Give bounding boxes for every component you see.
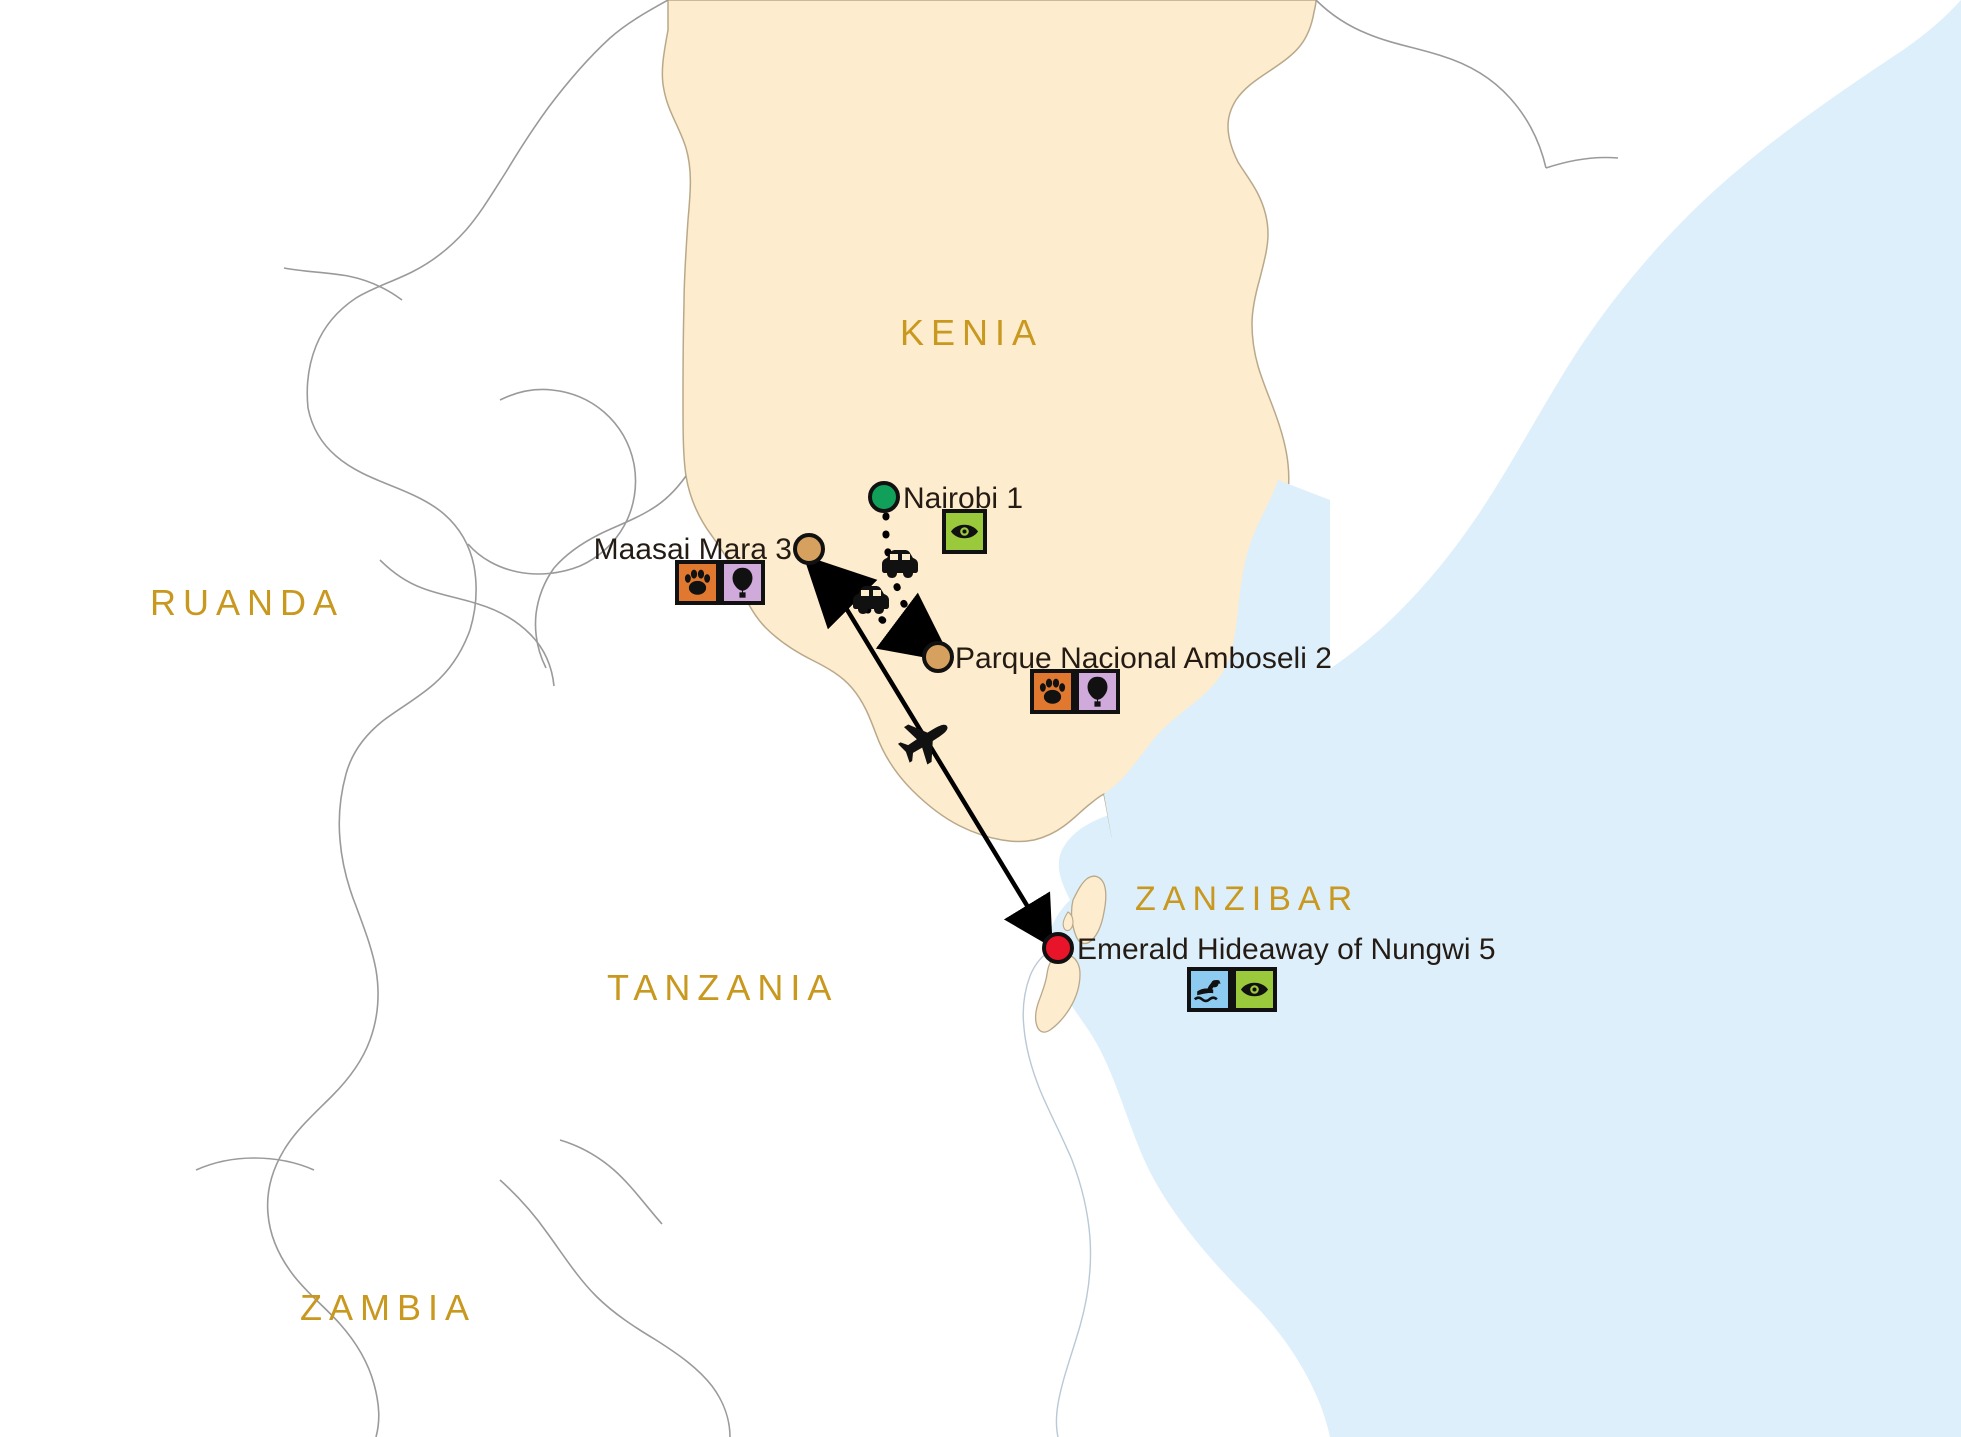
indian-ocean	[1047, 0, 1961, 1437]
car-icon	[853, 586, 889, 614]
activity-icon-box	[942, 509, 987, 554]
pemba-island	[1070, 875, 1107, 945]
paw-toe-3	[1052, 678, 1060, 688]
country-label-zambia: ZAMBIA	[300, 1287, 476, 1328]
tanzania-coastline	[1022, 951, 1092, 1437]
water-wave	[1193, 996, 1218, 1003]
activity-icon-wildlife-maasai-mara[interactable]	[675, 560, 720, 605]
place-label-nungwi: Emerald Hideaway of Nungwi 5	[1077, 933, 1496, 966]
paw-toe-4	[1059, 683, 1066, 692]
paw-toe-1	[1039, 683, 1046, 692]
activity-icon-swimming-nungwi[interactable]	[1187, 967, 1232, 1012]
activity-icon-box	[1030, 669, 1075, 714]
paw-pad	[688, 580, 707, 595]
paw-toe-3	[697, 569, 705, 579]
paw-toe-4	[704, 574, 711, 583]
paw-toe-2	[690, 569, 698, 579]
place-label-amboseli: Parque Nacional Amboseli 2	[955, 642, 1332, 675]
country-borders	[195, 0, 1619, 1437]
sightseeing-icon	[950, 524, 979, 539]
balloon-basket	[739, 592, 746, 598]
zanzibar-island	[1034, 953, 1081, 1033]
map-marker-amboseli[interactable]	[922, 641, 954, 673]
airplane-icon	[897, 724, 948, 765]
activity-icon-balloon-amboseli[interactable]	[1075, 669, 1120, 714]
country-label-ruanda: RUANDA	[150, 582, 344, 623]
sightseeing-icon	[1240, 982, 1269, 997]
balloon-icon	[1087, 676, 1108, 707]
country-label-tanzania: TANZANIA	[607, 967, 838, 1008]
balloon-envelope	[732, 567, 753, 591]
car-icon	[882, 550, 918, 578]
wildlife-icon	[1039, 678, 1066, 704]
map-marker-maasai-mara[interactable]	[793, 533, 825, 565]
country-label-zanzibar: ZANZIBAR	[1135, 880, 1359, 918]
activity-icon-balloon-maasai-mara[interactable]	[720, 560, 765, 605]
balloon-rope	[742, 589, 743, 594]
swimmer-arm	[1207, 979, 1221, 992]
activity-icon-sightseeing-nungwi[interactable]	[1232, 967, 1277, 1012]
map-marker-nungwi[interactable]	[1042, 932, 1074, 964]
eye-pupil	[962, 529, 967, 534]
balloon-basket	[1094, 701, 1101, 707]
balloon-icon	[732, 567, 753, 598]
balloon-envelope	[1087, 676, 1108, 700]
swimming-icon	[1193, 979, 1221, 1003]
country-label-kenia: KENIA	[900, 312, 1043, 353]
activity-icon-sightseeing-nairobi[interactable]	[942, 509, 987, 554]
swimmer-body	[1197, 988, 1214, 996]
paw-toe-2	[1045, 678, 1053, 688]
activity-icon-wildlife-amboseli[interactable]	[1030, 669, 1075, 714]
wildlife-icon	[684, 569, 711, 595]
eye-pupil	[1252, 987, 1257, 992]
kenya-coast-bite	[1104, 480, 1330, 860]
map-marker-nairobi[interactable]	[868, 481, 900, 513]
pemba-island-tail	[1062, 911, 1074, 932]
paw-toe-1	[684, 574, 691, 583]
balloon-rope	[1097, 698, 1098, 703]
paw-pad	[1043, 689, 1062, 704]
